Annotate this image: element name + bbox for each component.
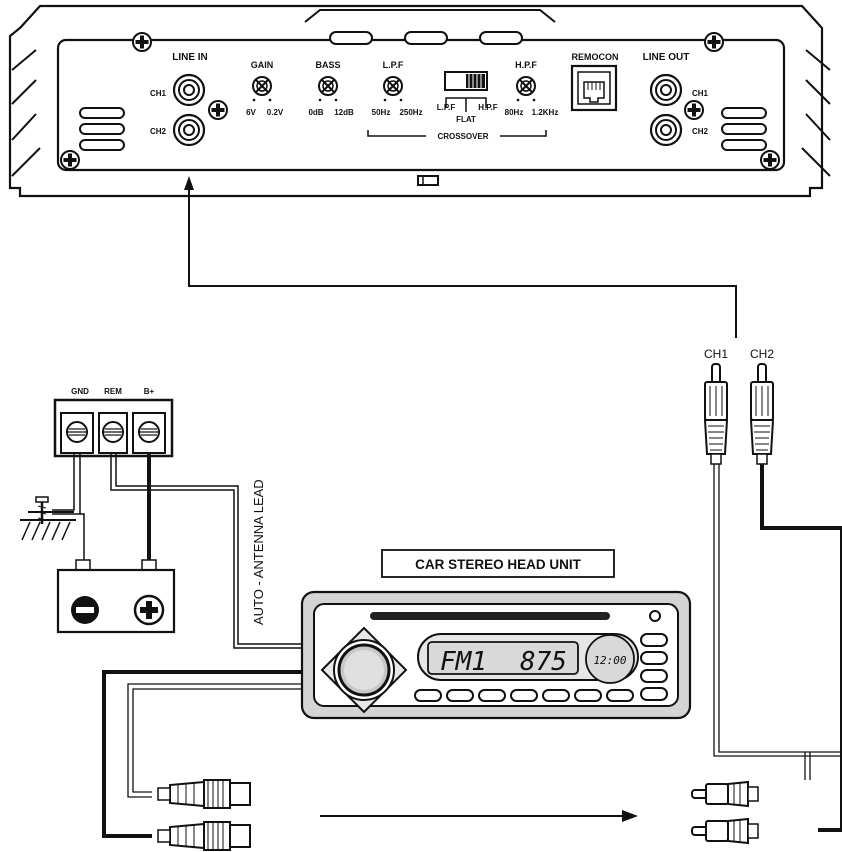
- screw-icon: [208, 100, 228, 120]
- bplus-terminal-screw-icon[interactable]: [138, 421, 160, 443]
- volume-knob[interactable]: [320, 626, 408, 714]
- bplus-label: B+: [144, 387, 155, 396]
- remote-turn-on-wire: [110, 452, 302, 649]
- preset-button[interactable]: [446, 689, 474, 702]
- gain-knob-icon[interactable]: [252, 76, 272, 96]
- screw-icon: [760, 150, 780, 170]
- side-button[interactable]: [640, 669, 668, 683]
- rca-ch1-cable: [713, 464, 842, 780]
- crossover-label: CROSSOVER: [437, 132, 488, 141]
- rem-terminal-screw-icon[interactable]: [102, 421, 124, 443]
- head-unit-title-box: [381, 549, 615, 578]
- head-unit-ch1-rca-icon: [157, 779, 251, 809]
- screw-icon: [132, 32, 152, 52]
- crossover-lpf-label: L.P.F: [437, 103, 456, 112]
- line-in-ch2-label: CH2: [150, 127, 167, 136]
- preset-button[interactable]: [574, 689, 602, 702]
- gain-max-label: 0.2V: [267, 108, 284, 117]
- preset-button[interactable]: [606, 689, 634, 702]
- rca-ch2-plug-bottom-icon: [691, 818, 759, 844]
- bass-min-label: 0dB: [308, 108, 323, 117]
- hpf-label: H.P.F: [515, 60, 537, 70]
- side-button[interactable]: [640, 633, 668, 647]
- crossover-hpf-label: H.P.F: [478, 103, 498, 112]
- ground-wire: [20, 452, 85, 562]
- bass-knob-icon[interactable]: [318, 76, 338, 96]
- line-in-ch1-label: CH1: [150, 89, 167, 98]
- screw-icon: [704, 32, 724, 52]
- side-button[interactable]: [640, 651, 668, 665]
- screw-icon: [684, 100, 704, 120]
- head-unit-display: [417, 633, 639, 684]
- head-unit-title: CAR STEREO HEAD UNIT: [415, 557, 582, 572]
- hpf-knob-icon[interactable]: [516, 76, 536, 96]
- band-display: FM1: [440, 647, 487, 677]
- lpf-min-label: 50Hz: [372, 108, 391, 117]
- line-out-ch2-jack-icon[interactable]: [649, 113, 683, 147]
- side-button[interactable]: [640, 687, 668, 701]
- line-in-ch2-jack-icon[interactable]: [172, 113, 206, 147]
- rca-ch2-plug-icon: [750, 363, 774, 465]
- hpf-max-label: 1.2KHz: [532, 108, 559, 117]
- head-unit-ch1-output-wire: [127, 683, 302, 798]
- gain-label: GAIN: [251, 60, 274, 70]
- gain-min-label: 6V: [246, 108, 256, 117]
- auto-antenna-lead-label: AUTO - ANTENNA LEAD: [251, 479, 266, 625]
- preset-button[interactable]: [414, 689, 442, 702]
- signal-flow-arrow: [320, 810, 638, 822]
- rem-label: REM: [104, 387, 122, 396]
- rca-ch1-label: CH1: [704, 347, 728, 361]
- battery-negative-icon: [71, 596, 99, 624]
- rca-ch2-label: CH2: [750, 347, 774, 361]
- battery-positive-icon: [133, 594, 165, 626]
- signal-path-to-line-in: [184, 176, 737, 338]
- preset-button[interactable]: [478, 689, 506, 702]
- crossover-switch[interactable]: [444, 71, 488, 112]
- gnd-label: GND: [71, 387, 89, 396]
- rca-ch1-plug-icon: [704, 363, 728, 465]
- line-in-ch1-jack-icon[interactable]: [172, 73, 206, 107]
- amplifier-body: [8, 4, 831, 198]
- preset-button[interactable]: [510, 689, 538, 702]
- line-out-label: LINE OUT: [643, 52, 690, 63]
- line-out-ch2-label: CH2: [692, 127, 709, 136]
- clock-display: 12:00: [593, 654, 626, 667]
- frequency-display: 875: [520, 647, 567, 677]
- line-in-label: LINE IN: [172, 52, 208, 63]
- head-unit-ch2-rca-icon: [157, 821, 251, 851]
- rca-ch2-cable-return: [818, 528, 842, 832]
- rca-ch1-plug-bottom-icon: [691, 781, 759, 807]
- lpf-max-label: 250Hz: [399, 108, 422, 117]
- gnd-terminal-screw-icon[interactable]: [66, 421, 88, 443]
- bass-label: BASS: [315, 60, 340, 70]
- bass-max-label: 12dB: [334, 108, 354, 117]
- hpf-min-label: 80Hz: [505, 108, 524, 117]
- remocon-label: REMOCON: [572, 52, 619, 62]
- lpf-knob-icon[interactable]: [383, 76, 403, 96]
- remocon-port-icon[interactable]: [570, 64, 618, 112]
- preset-button[interactable]: [542, 689, 570, 702]
- lpf-label: L.P.F: [383, 60, 404, 70]
- line-out-ch1-jack-icon[interactable]: [649, 73, 683, 107]
- screw-icon: [60, 150, 80, 170]
- head-unit-ch2-output-wire: [102, 670, 302, 838]
- crossover-flat-label: FLAT: [456, 115, 476, 124]
- line-out-ch1-label: CH1: [692, 89, 709, 98]
- rca-ch2-cable: [760, 464, 842, 530]
